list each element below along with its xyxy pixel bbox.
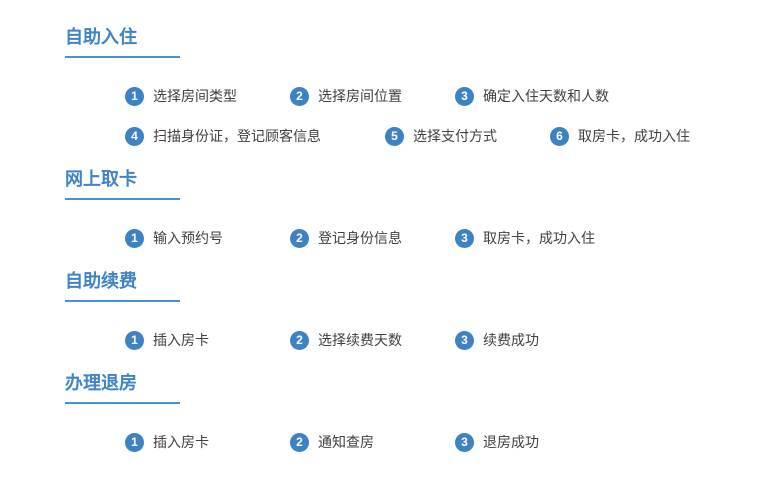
step-label: 登记身份信息 — [318, 230, 402, 246]
step-label: 选择支付方式 — [413, 128, 497, 144]
step-item: 5 选择支付方式 — [385, 126, 550, 146]
step-number-badge: 6 — [550, 126, 569, 146]
step-label: 选择房间位置 — [318, 88, 402, 104]
step-label: 输入预约号 — [153, 230, 223, 246]
step-label: 选择房间类型 — [153, 88, 237, 104]
step-item: 1 输入预约号 — [125, 228, 290, 248]
step-number-badge: 3 — [455, 228, 474, 248]
step-item: 2 选择房间位置 — [290, 86, 455, 106]
step-item: 6 取房卡，成功入住 — [550, 126, 690, 146]
step-number-badge: 5 — [385, 126, 404, 146]
section-self-checkin: 自助入住 1 选择房间类型 2 选择房间位置 3 确定入住天数和人数 4 扫描身… — [65, 26, 760, 146]
step-item: 3 续费成功 — [455, 330, 539, 350]
step-label: 扫描身份证，登记顾客信息 — [153, 128, 321, 144]
steps-row: 1 选择房间类型 2 选择房间位置 3 确定入住天数和人数 — [125, 86, 760, 106]
section-title: 自助入住 — [65, 26, 180, 58]
step-label: 通知查房 — [318, 434, 374, 450]
step-item: 2 选择续费天数 — [290, 330, 455, 350]
section-title: 自助续费 — [65, 270, 180, 302]
step-item: 1 插入房卡 — [125, 330, 290, 350]
step-number-badge: 3 — [455, 86, 474, 106]
section-self-renewal: 自助续费 1 插入房卡 2 选择续费天数 3 续费成功 — [65, 270, 760, 350]
step-label: 续费成功 — [483, 332, 539, 348]
step-item: 3 退房成功 — [455, 432, 539, 452]
step-item: 3 确定入住天数和人数 — [455, 86, 609, 106]
step-number-badge: 3 — [455, 330, 474, 350]
step-number-badge: 1 — [125, 86, 144, 106]
step-label: 插入房卡 — [153, 434, 209, 450]
step-number-badge: 1 — [125, 330, 144, 350]
step-label: 取房卡，成功入住 — [483, 230, 595, 246]
step-number-badge: 1 — [125, 432, 144, 452]
step-label: 插入房卡 — [153, 332, 209, 348]
step-item: 3 取房卡，成功入住 — [455, 228, 595, 248]
step-number-badge: 1 — [125, 228, 144, 248]
step-item: 1 选择房间类型 — [125, 86, 290, 106]
step-label: 退房成功 — [483, 434, 539, 450]
step-item: 1 插入房卡 — [125, 432, 290, 452]
steps-row: 1 插入房卡 2 选择续费天数 3 续费成功 — [125, 330, 760, 350]
step-number-badge: 2 — [290, 86, 309, 106]
section-checkout: 办理退房 1 插入房卡 2 通知查房 3 退房成功 — [65, 372, 760, 452]
step-item: 2 登记身份信息 — [290, 228, 455, 248]
step-number-badge: 3 — [455, 432, 474, 452]
step-number-badge: 2 — [290, 432, 309, 452]
step-label: 确定入住天数和人数 — [483, 88, 609, 104]
section-title: 办理退房 — [65, 372, 180, 404]
step-label: 取房卡，成功入住 — [578, 128, 690, 144]
step-number-badge: 2 — [290, 228, 309, 248]
section-title: 网上取卡 — [65, 168, 180, 200]
step-item: 4 扫描身份证，登记顾客信息 — [125, 126, 385, 146]
steps-row: 1 输入预约号 2 登记身份信息 3 取房卡，成功入住 — [125, 228, 760, 248]
steps-row: 1 插入房卡 2 通知查房 3 退房成功 — [125, 432, 760, 452]
section-online-card-pickup: 网上取卡 1 输入预约号 2 登记身份信息 3 取房卡，成功入住 — [65, 168, 760, 248]
step-label: 选择续费天数 — [318, 332, 402, 348]
step-number-badge: 4 — [125, 126, 144, 146]
step-item: 2 通知查房 — [290, 432, 455, 452]
steps-row: 4 扫描身份证，登记顾客信息 5 选择支付方式 6 取房卡，成功入住 — [125, 126, 760, 146]
step-number-badge: 2 — [290, 330, 309, 350]
help-page: 自助入住 1 选择房间类型 2 选择房间位置 3 确定入住天数和人数 4 扫描身… — [65, 26, 760, 452]
